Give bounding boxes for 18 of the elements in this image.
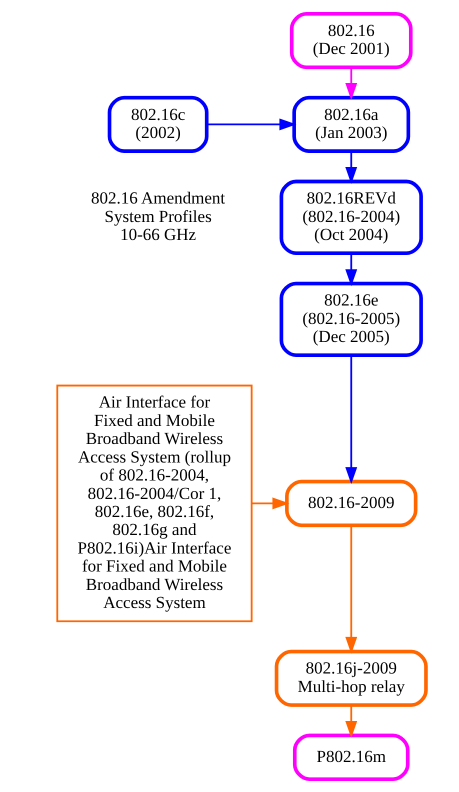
node-box: 802.16j-2009 Multi-hop relay — [274, 649, 428, 706]
arrow — [345, 150, 358, 184]
node-box: 802.16-2009 — [285, 479, 418, 527]
arrow — [345, 355, 358, 484]
node-box: Air Interface for Fixed and Mobile Broadband Wireless Access System (rollup of 802.16-2004, 802.16-2004/Cor 1, 802.16e, 802.16f, 802.16g and P802.16i)Air Interface for Fixed and Mobile Broadband Wireless Access System — [56, 384, 253, 622]
node-box: 802.16e (802.16-2005) (Dec 2005) — [280, 281, 423, 357]
node-label: 802.16 Amendment System Profiles 10-66 GHz — [91, 188, 226, 244]
arrow — [345, 704, 358, 738]
node-box: 802.16c (2002) — [108, 95, 209, 152]
node-box: 802.16a (Jan 2003) — [292, 95, 410, 152]
arrow — [206, 118, 296, 130]
arrow — [345, 524, 358, 654]
node-box: 802.16REVd (802.16-2004) (Oct 2004) — [280, 179, 423, 254]
arrow — [345, 67, 358, 100]
arrow — [252, 496, 290, 509]
node-box: 802.16 (Dec 2001) — [290, 12, 413, 69]
node-box: P802.16m — [292, 733, 410, 780]
arrow — [345, 252, 358, 286]
